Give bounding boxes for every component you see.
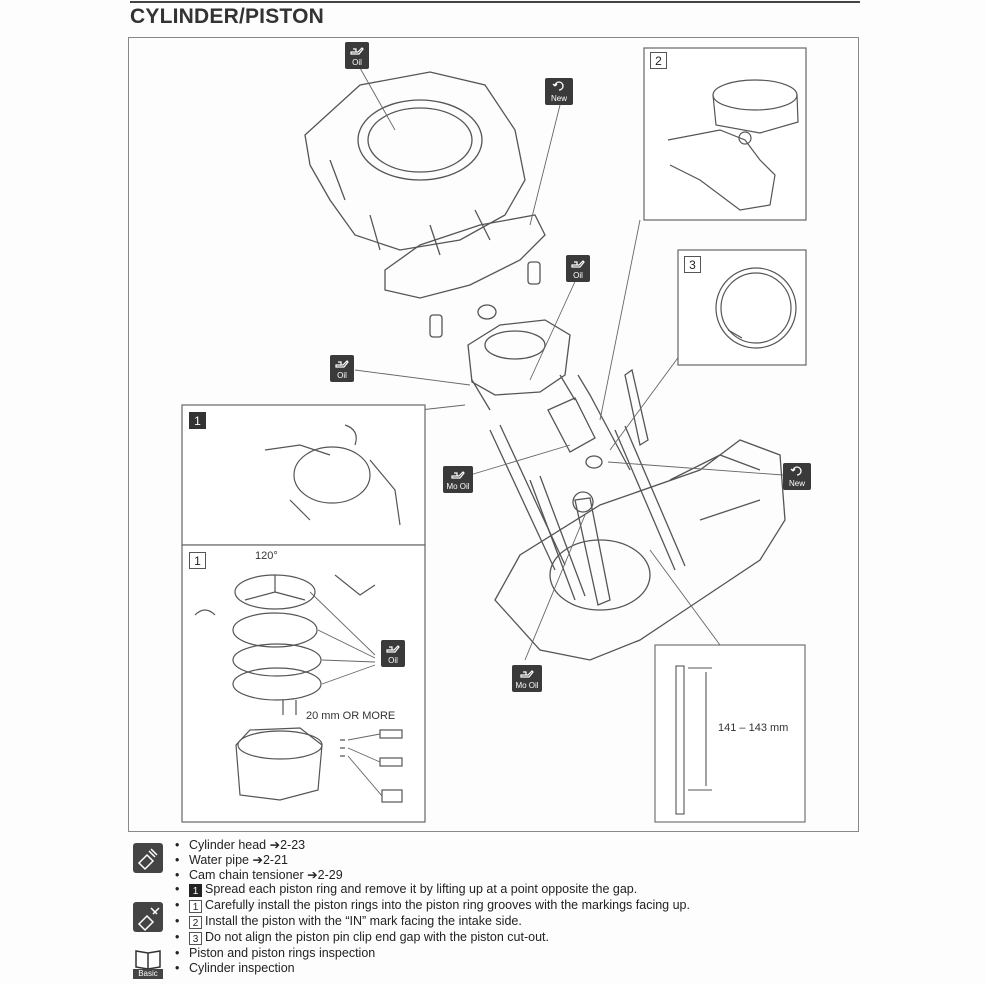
reference-link[interactable]: 2-23: [280, 838, 306, 852]
reference-text: Water pipe: [189, 853, 249, 867]
mo-oil-icon-label: Mo Oil: [515, 681, 539, 690]
pin-clip: [585, 455, 603, 469]
mo-oil-icon-label: Mo Oil: [446, 482, 470, 491]
step-text: Spread each piston ring and remove it by…: [205, 882, 638, 896]
step-tag: 3: [189, 932, 202, 945]
cylinder-block: [304, 71, 526, 251]
installation-icon: [133, 902, 163, 932]
dowel-pin: [527, 261, 541, 285]
crankcase: [494, 439, 786, 661]
panel-1-bottom-illustration: [181, 544, 426, 823]
panel-number-1-dark: 1: [189, 412, 206, 429]
step-text: Install the piston with the “IN” mark fa…: [205, 914, 522, 928]
oil-icon: Oil: [345, 42, 369, 69]
basic-item: •Cylinder inspection: [175, 961, 295, 975]
cylinder-gasket: [384, 214, 546, 299]
dowel-pin: [429, 314, 443, 338]
stud-bolt: [614, 425, 686, 571]
reference-item: •Cam chain tensioner ➔2-29: [175, 868, 343, 882]
oil-icon-label: Oil: [352, 58, 362, 67]
cylinder-bore: [357, 99, 483, 181]
basic-text: Cylinder inspection: [189, 961, 295, 975]
step-text: Do not align the piston pin clip end gap…: [205, 930, 549, 944]
reference-text: Cam chain tensioner: [189, 868, 304, 882]
reference-text: Cylinder head: [189, 838, 267, 852]
basic-item: •Piston and piston rings inspection: [175, 946, 376, 960]
title-rule: [130, 1, 860, 3]
reference-item: •Water pipe ➔2-21: [175, 853, 288, 867]
bolt-length-label: 141 – 143 mm: [718, 722, 789, 734]
arrow-icon: ➔: [269, 838, 281, 852]
oil-icon: Oil: [566, 255, 590, 282]
panel-number-2: 2: [650, 52, 667, 69]
stud-bolt: [529, 475, 586, 601]
oil-icon-label: Oil: [388, 656, 398, 665]
reference-link[interactable]: 2-29: [317, 868, 343, 882]
new-icon-label: New: [550, 94, 567, 103]
basic-book-icon: Basic: [133, 948, 163, 980]
panel-1-top-illustration: [181, 404, 426, 546]
reference-link[interactable]: 2-21: [262, 853, 288, 867]
reference-item: •Cylinder head ➔2-23: [175, 838, 306, 852]
new-part-icon: New: [545, 78, 573, 105]
oil-icon-label: Oil: [337, 371, 347, 380]
ring-angle-label: 120°: [255, 550, 278, 562]
bolt-length-inset: [654, 644, 806, 823]
step-tag: 2: [189, 916, 202, 929]
new-part-icon: New: [783, 463, 811, 490]
basic-icon-label: Basic: [133, 969, 163, 979]
mo-oil-icon: Mo Oil: [443, 466, 473, 493]
stud-bolt: [489, 424, 566, 571]
arrow-icon: ➔: [252, 853, 263, 867]
basic-text: Piston and piston rings inspection: [189, 946, 376, 960]
connecting-rod: [574, 497, 611, 606]
removal-icon: [133, 843, 163, 873]
step-tag: 1: [189, 900, 202, 913]
panel-number-3: 3: [684, 256, 701, 273]
oil-icon-label: Oil: [573, 271, 583, 280]
piston-pin: [547, 397, 596, 453]
diagram-frame: [128, 37, 859, 832]
step-tag: 1: [189, 884, 202, 897]
ring-gap-label: 20 mm OR MORE: [306, 710, 396, 722]
oil-icon: Oil: [381, 640, 405, 667]
step-text: Carefully install the piston rings into …: [205, 898, 690, 912]
arrow-icon: ➔: [307, 868, 318, 882]
new-icon-label: New: [788, 479, 805, 488]
mo-oil-icon: Mo Oil: [512, 665, 542, 692]
page-title: CYLINDER/PISTON: [130, 5, 324, 28]
panel-2-illustration: [643, 47, 807, 221]
oil-icon: Oil: [330, 355, 354, 382]
piston: [467, 319, 571, 396]
panel-number-1: 1: [189, 552, 206, 569]
